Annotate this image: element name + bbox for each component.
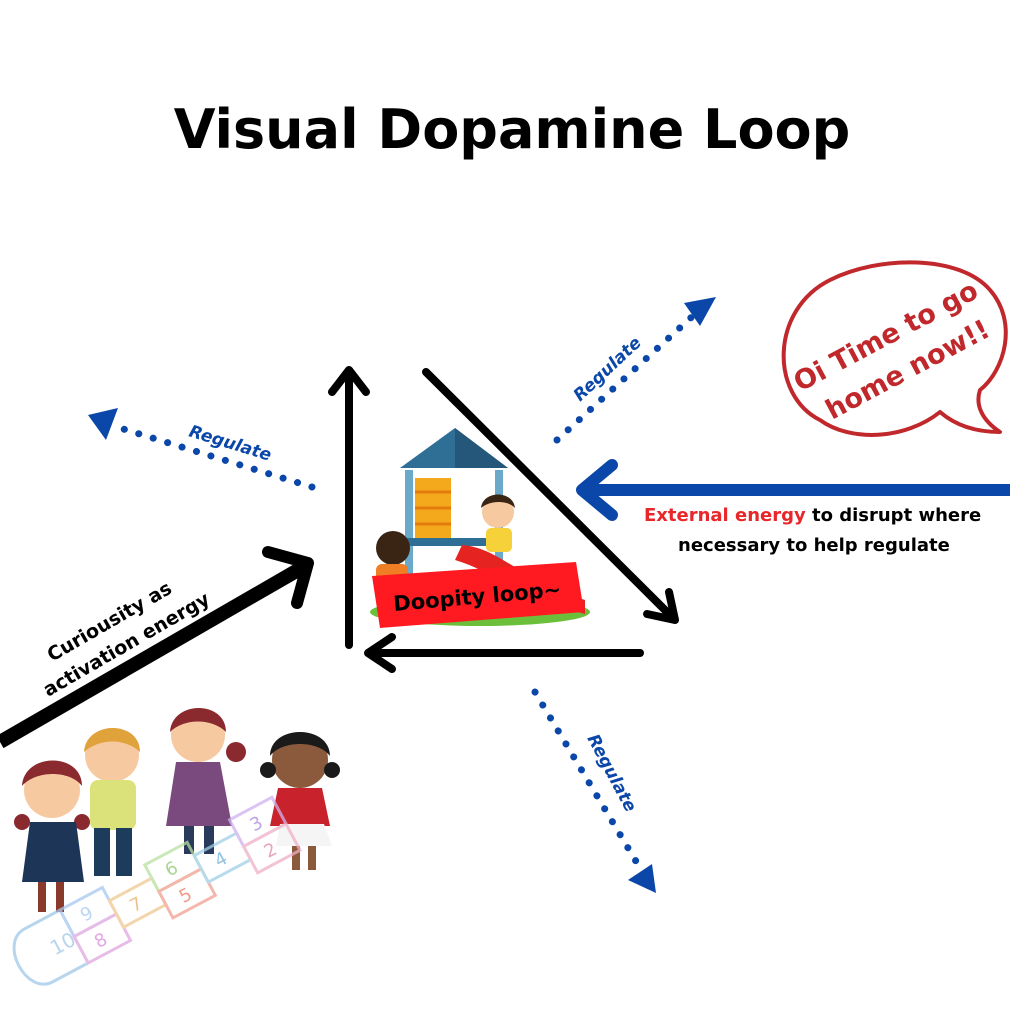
hopscotch-num-8: 8 [91, 929, 111, 953]
regulate-upright-arrowhead [684, 297, 716, 326]
curiosity-arrow: Curiousity as activation energy [0, 546, 314, 749]
external-energy-line2: necessary to help regulate [678, 535, 950, 556]
regulate-label-left: Regulate [187, 422, 274, 466]
hopscotch-num-9: 9 [77, 902, 97, 926]
speech-bubble-icon: Oi Time to go home now!! [781, 260, 1008, 437]
playground-icon: Doopity loop~ [370, 428, 590, 628]
kid-boy [84, 728, 140, 876]
external-energy-arrow: External energy to disrupt where necessa… [576, 459, 1010, 556]
regulate-label-down: Regulate [583, 731, 641, 815]
external-energy-highlight: External energy [644, 505, 806, 526]
kid-girl-left [14, 760, 90, 912]
regulate-arrow-left: Regulate [88, 408, 316, 491]
loop-arrow-diagonal [422, 368, 676, 621]
kids-group-icon [14, 708, 340, 912]
external-energy-rest: to disrupt where [806, 505, 981, 526]
hopscotch-num-5: 5 [176, 884, 196, 908]
regulate-down-arrowhead [628, 864, 656, 893]
hopscotch-num-3: 3 [246, 812, 266, 836]
loop-arrow-up-head [328, 366, 370, 396]
regulate-arrow-down: Regulate [531, 688, 656, 893]
kid-girl-right [260, 732, 340, 870]
kid-girl-middle [166, 708, 246, 854]
hopscotch-num-10: 10 [46, 927, 80, 960]
loop-triangle [328, 366, 679, 673]
page-title: Visual Dopamine Loop [174, 98, 851, 161]
hopscotch-num-6: 6 [162, 857, 182, 881]
external-energy-line1: External energy to disrupt where [644, 505, 981, 526]
regulate-arrow-upright: Regulate [553, 297, 716, 444]
loop-arrow-diagonal-head [643, 588, 679, 624]
regulate-left-arrowhead [88, 408, 118, 440]
hopscotch-num-4: 4 [211, 848, 231, 872]
hopscotch-num-7: 7 [126, 893, 146, 917]
loop-arrow-left-head [364, 633, 396, 673]
